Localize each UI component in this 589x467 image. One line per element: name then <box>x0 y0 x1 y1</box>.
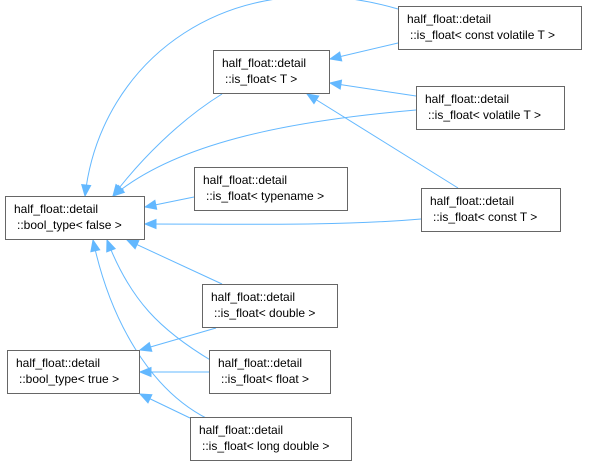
node-is-float-const-volatile[interactable]: half_float::detail ::is_float< const vol… <box>398 6 582 50</box>
node-class-label: ::is_float< double > <box>214 306 316 320</box>
edge-arrowhead <box>328 79 343 90</box>
node-namespace-label: half_float::detail <box>430 194 515 208</box>
edge-is_float_double-to-bool_false <box>125 239 223 285</box>
edge-is_float_const_volatile-to-bool_false <box>81 0 399 198</box>
node-is-float-float[interactable]: half_float::detail ::is_float< float > <box>209 350 331 394</box>
node-is-float-t[interactable]: half_float::detail ::is_float< T > <box>213 50 330 94</box>
node-is-float-volatile[interactable]: half_float::detail ::is_float< volatile … <box>416 86 565 130</box>
edge-is_float_long_double-to-bool_false <box>90 238 209 420</box>
node-class-label: ::is_float< volatile T > <box>428 108 541 122</box>
node-namespace-label: half_float::detail <box>211 290 296 304</box>
node-class-label: ::is_float< T > <box>225 72 298 86</box>
node-class-label: ::bool_type< true > <box>19 372 120 386</box>
node-class-label: ::is_float< const volatile T > <box>410 28 555 42</box>
node-namespace-label: half_float::detail <box>425 92 510 106</box>
edge-line <box>144 218 422 225</box>
node-namespace-label: half_float::detail <box>222 56 307 70</box>
edge-is_float_float-to-bool_false <box>106 238 213 362</box>
node-bool-type-true[interactable]: half_float::detail ::bool_type< true > <box>7 350 140 394</box>
edge-is_float_const-to-is_float_T <box>305 93 459 189</box>
edge-line <box>306 93 459 189</box>
node-namespace-label: half_float::detail <box>16 356 101 370</box>
edge-line <box>92 239 209 420</box>
node-is-float-typename[interactable]: half_float::detail ::is_float< typename … <box>194 167 348 211</box>
edge-arrowhead <box>138 393 153 404</box>
edge-line <box>106 239 213 362</box>
edge-is_float_float-to-bool_true <box>138 366 209 378</box>
edge-arrowhead <box>305 93 320 105</box>
edge-is_float_volatile-to-bool_false <box>111 109 417 197</box>
node-namespace-label: half_float::detail <box>407 12 492 26</box>
node-bool-type-false[interactable]: half_float::detail ::bool_type< false > <box>5 196 145 240</box>
edge-line <box>329 82 417 97</box>
edge-is_float_typename-to-bool_false <box>143 196 195 210</box>
node-is-float-const[interactable]: half_float::detail ::is_float< const T > <box>421 188 561 232</box>
edge-arrowhead <box>125 239 140 250</box>
edge-is_float_const_volatile-to-is_float_T <box>328 42 399 62</box>
node-class-label: ::is_float< long double > <box>202 439 330 453</box>
edge-arrowhead <box>81 183 92 198</box>
node-class-label: ::is_float< float > <box>221 372 310 386</box>
node-namespace-label: half_float::detail <box>199 423 284 437</box>
node-namespace-label: half_float::detail <box>218 356 303 370</box>
edge-is_float_long_double-to-bool_true <box>138 393 191 419</box>
edge-line <box>84 0 399 197</box>
edge-is_float_const-to-bool_false <box>143 218 422 230</box>
edge-line <box>112 109 417 197</box>
edge-arrowhead <box>143 199 158 210</box>
edge-arrowhead <box>328 51 343 62</box>
edge-line <box>112 93 223 197</box>
edge-arrowhead <box>138 341 153 352</box>
edge-line <box>126 239 223 285</box>
edge-arrowhead <box>106 238 117 253</box>
edge-arrowhead <box>138 366 152 378</box>
node-class-label: ::bool_type< false > <box>17 218 122 232</box>
node-namespace-label: half_float::detail <box>203 173 288 187</box>
edge-is_float_double-to-bool_true <box>138 327 217 352</box>
edge-is_float_volatile-to-is_float_T <box>328 79 417 97</box>
node-namespace-label: half_float::detail <box>14 202 99 216</box>
edge-arrowhead <box>143 218 157 230</box>
node-is-float-double[interactable]: half_float::detail ::is_float< double > <box>202 284 338 328</box>
node-class-label: ::is_float< typename > <box>206 189 325 203</box>
edge-arrowhead <box>111 184 126 197</box>
node-class-label: ::is_float< const T > <box>433 210 538 224</box>
edge-line <box>329 42 399 60</box>
edge-arrowhead <box>90 238 101 253</box>
edge-line <box>139 327 217 351</box>
node-is-float-long-double[interactable]: half_float::detail ::is_float< long doub… <box>190 417 352 461</box>
